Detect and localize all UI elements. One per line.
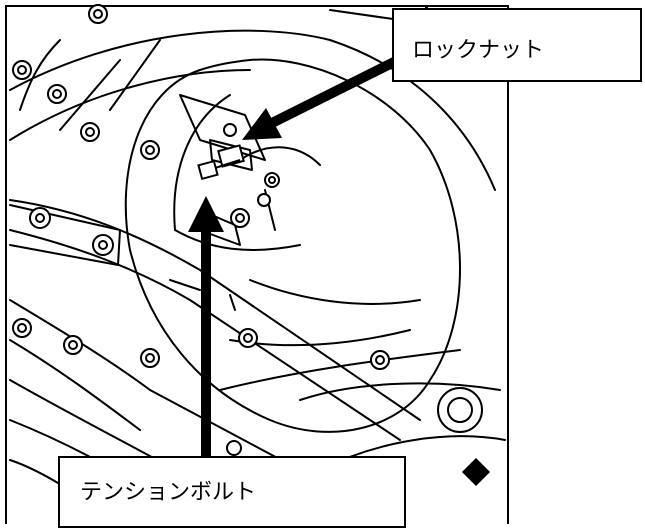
tension-bolt-callout: テンションボルト	[58, 456, 406, 528]
oval-opening	[124, 58, 461, 433]
bolt-heads	[12, 4, 390, 456]
tension-bolt-label: テンションボルト	[80, 480, 257, 505]
lock-nut-arrow	[242, 55, 401, 140]
lock-nut-detail	[197, 144, 245, 181]
lock-nut-callout: ロックナット	[392, 8, 642, 82]
diamond-mark	[462, 458, 490, 486]
lock-nut-label: ロックナット	[412, 38, 545, 63]
figure-frame	[5, 5, 509, 524]
tension-bolt-arrow	[188, 196, 224, 462]
line-drawing	[9, 9, 506, 511]
